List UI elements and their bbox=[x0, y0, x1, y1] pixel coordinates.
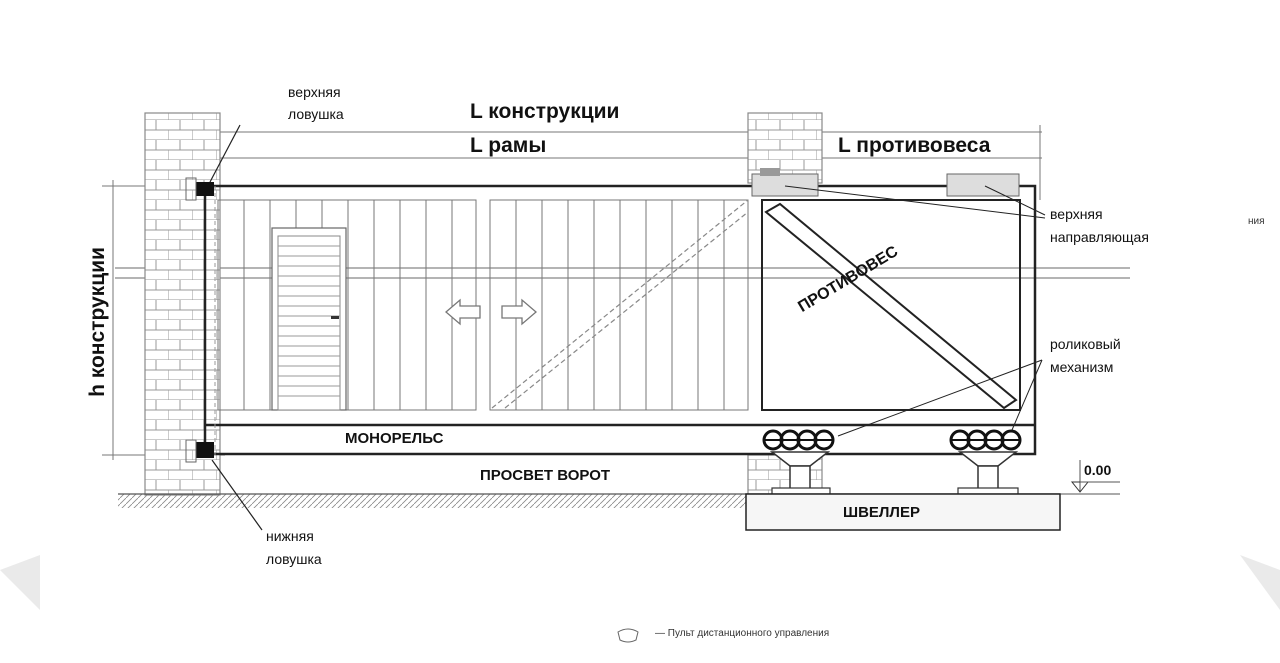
l-frame-label: L рамы bbox=[470, 134, 547, 157]
leader-guide-left bbox=[784, 185, 1046, 219]
ground-hatch bbox=[118, 494, 748, 508]
counterweight-diagonal bbox=[764, 202, 1018, 410]
arrow-right-icon bbox=[501, 298, 537, 326]
arrow-left-icon bbox=[445, 298, 481, 326]
upper-guide-label-line2: направляющая bbox=[1050, 229, 1149, 245]
right-panel bbox=[489, 199, 749, 411]
leader-lower-catcher bbox=[211, 459, 263, 531]
roller-mechanism-right bbox=[949, 429, 1022, 495]
monorail-label: МОНОРЕЛЬС bbox=[345, 430, 444, 447]
lower-catcher bbox=[196, 442, 214, 458]
upper-guide-right bbox=[946, 173, 1020, 197]
channel-base bbox=[745, 493, 1061, 531]
lower-catcher-label-line2: ловушка bbox=[266, 551, 322, 567]
channel-label: ШВЕЛЛЕР bbox=[843, 504, 920, 521]
edge-text-fragment: ния bbox=[1248, 216, 1265, 227]
right-brick-pillar-top bbox=[747, 112, 823, 184]
gate-frame bbox=[203, 184, 1037, 456]
left-panel bbox=[217, 199, 477, 411]
roller-mechanism-left bbox=[762, 429, 835, 495]
counterweight-frame bbox=[761, 199, 1021, 411]
gate-clearance-label: ПРОСВЕТ ВОРОТ bbox=[480, 467, 611, 484]
leader-roller-right bbox=[1011, 359, 1043, 431]
right-wedge bbox=[1240, 555, 1280, 610]
roller-label-line2: механизм bbox=[1050, 359, 1114, 375]
wicket-door bbox=[271, 227, 347, 411]
l-construction-label: L конструкции bbox=[470, 100, 620, 123]
h-construction-label: h конструкции bbox=[86, 247, 109, 397]
roller-label-line1: роликовый bbox=[1050, 336, 1121, 352]
remote-legend: — Пульт дистанционного управления bbox=[655, 628, 830, 639]
upper-catcher bbox=[196, 182, 214, 196]
left-brick-pillar bbox=[144, 112, 221, 496]
remote-control-icon bbox=[617, 628, 639, 643]
upper-catcher-label-line1: верхняя bbox=[288, 84, 341, 100]
leader-upper-catcher bbox=[209, 124, 241, 183]
upper-guide-left bbox=[751, 173, 819, 197]
l-counterweight-label: L противовеса bbox=[838, 134, 991, 157]
lower-catcher-label-line1: нижняя bbox=[266, 528, 314, 544]
upper-guide-label-line1: верхняя bbox=[1050, 206, 1103, 222]
leader-roller-left bbox=[837, 359, 1043, 437]
left-wedge bbox=[0, 555, 40, 610]
upper-catcher-label-line2: ловушка bbox=[288, 106, 344, 122]
leader-guide-right bbox=[984, 185, 1046, 216]
zero-level-label: 0.00 bbox=[1084, 462, 1112, 478]
